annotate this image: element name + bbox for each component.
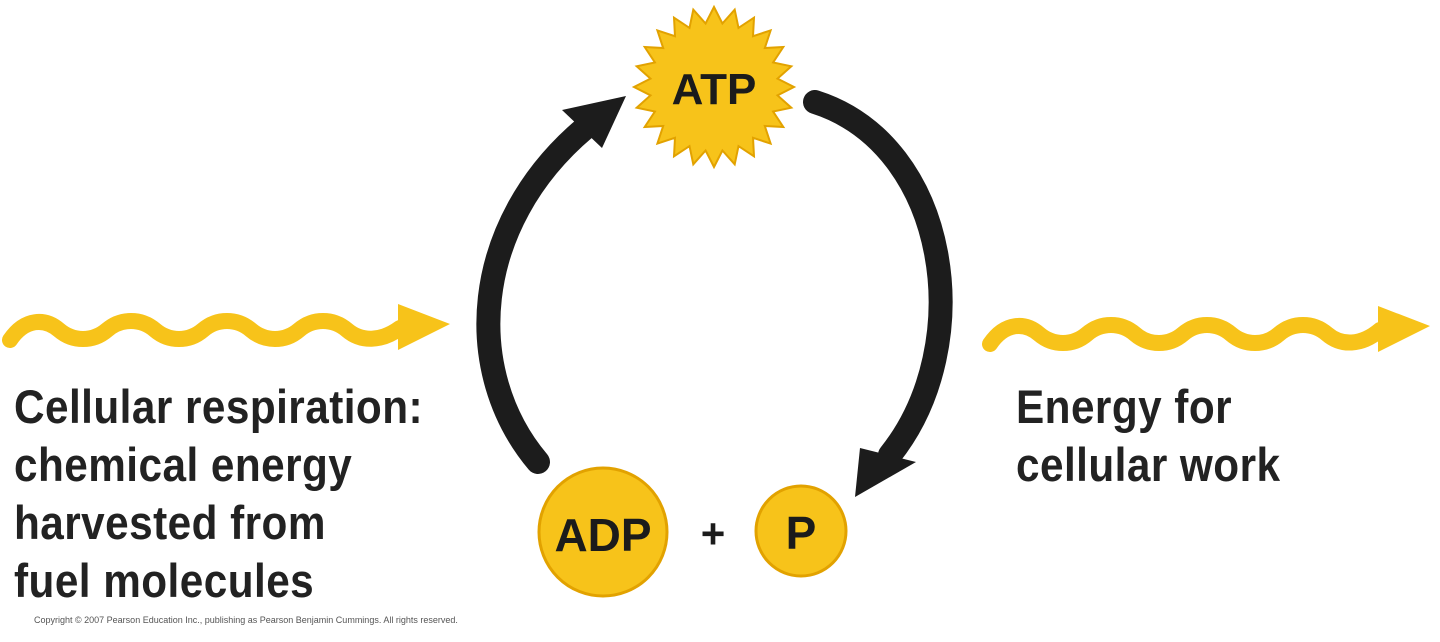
synthesis-arrowhead [562,96,626,148]
cellular-respiration-caption: Cellular respiration: chemical energy ha… [14,378,423,610]
adp-label: ADP [554,509,651,561]
cellular-work-caption: Energy for cellular work [1016,378,1280,494]
adp-circle [537,466,669,598]
energy-output-wave [982,306,1430,352]
caption-line: harvested from [14,496,326,549]
hydrolysis-arrow [803,90,953,497]
energy-input-arrowhead [398,304,450,350]
energy-input-wave [2,304,450,350]
hydrolysis-arrowhead [855,448,916,497]
energy-output-wave-line [982,317,1388,352]
caption-line: fuel molecules [14,554,315,607]
caption-line: Energy for [1016,380,1233,433]
caption-line: Cellular respiration: [14,380,424,433]
atp-label: ATP [672,65,757,114]
copyright-notice: Copyright © 2007 Pearson Education Inc.,… [34,615,458,625]
caption-line: chemical energy [14,438,353,491]
atp-starburst [631,4,797,170]
caption-line: cellular work [1016,438,1281,491]
phosphate-label: P [786,507,817,559]
synthesis-arrow-body [476,116,597,474]
energy-input-wave-line [2,313,408,348]
atp-node: ATP [631,4,797,170]
phosphate-circle [754,484,848,578]
energy-output-arrowhead [1378,306,1430,352]
plus-sign: + [701,510,726,557]
phosphate-node: P [754,484,848,578]
hydrolysis-arrow-body [803,90,953,467]
synthesis-arrow [476,96,626,474]
adp-node: ADP [537,466,669,598]
